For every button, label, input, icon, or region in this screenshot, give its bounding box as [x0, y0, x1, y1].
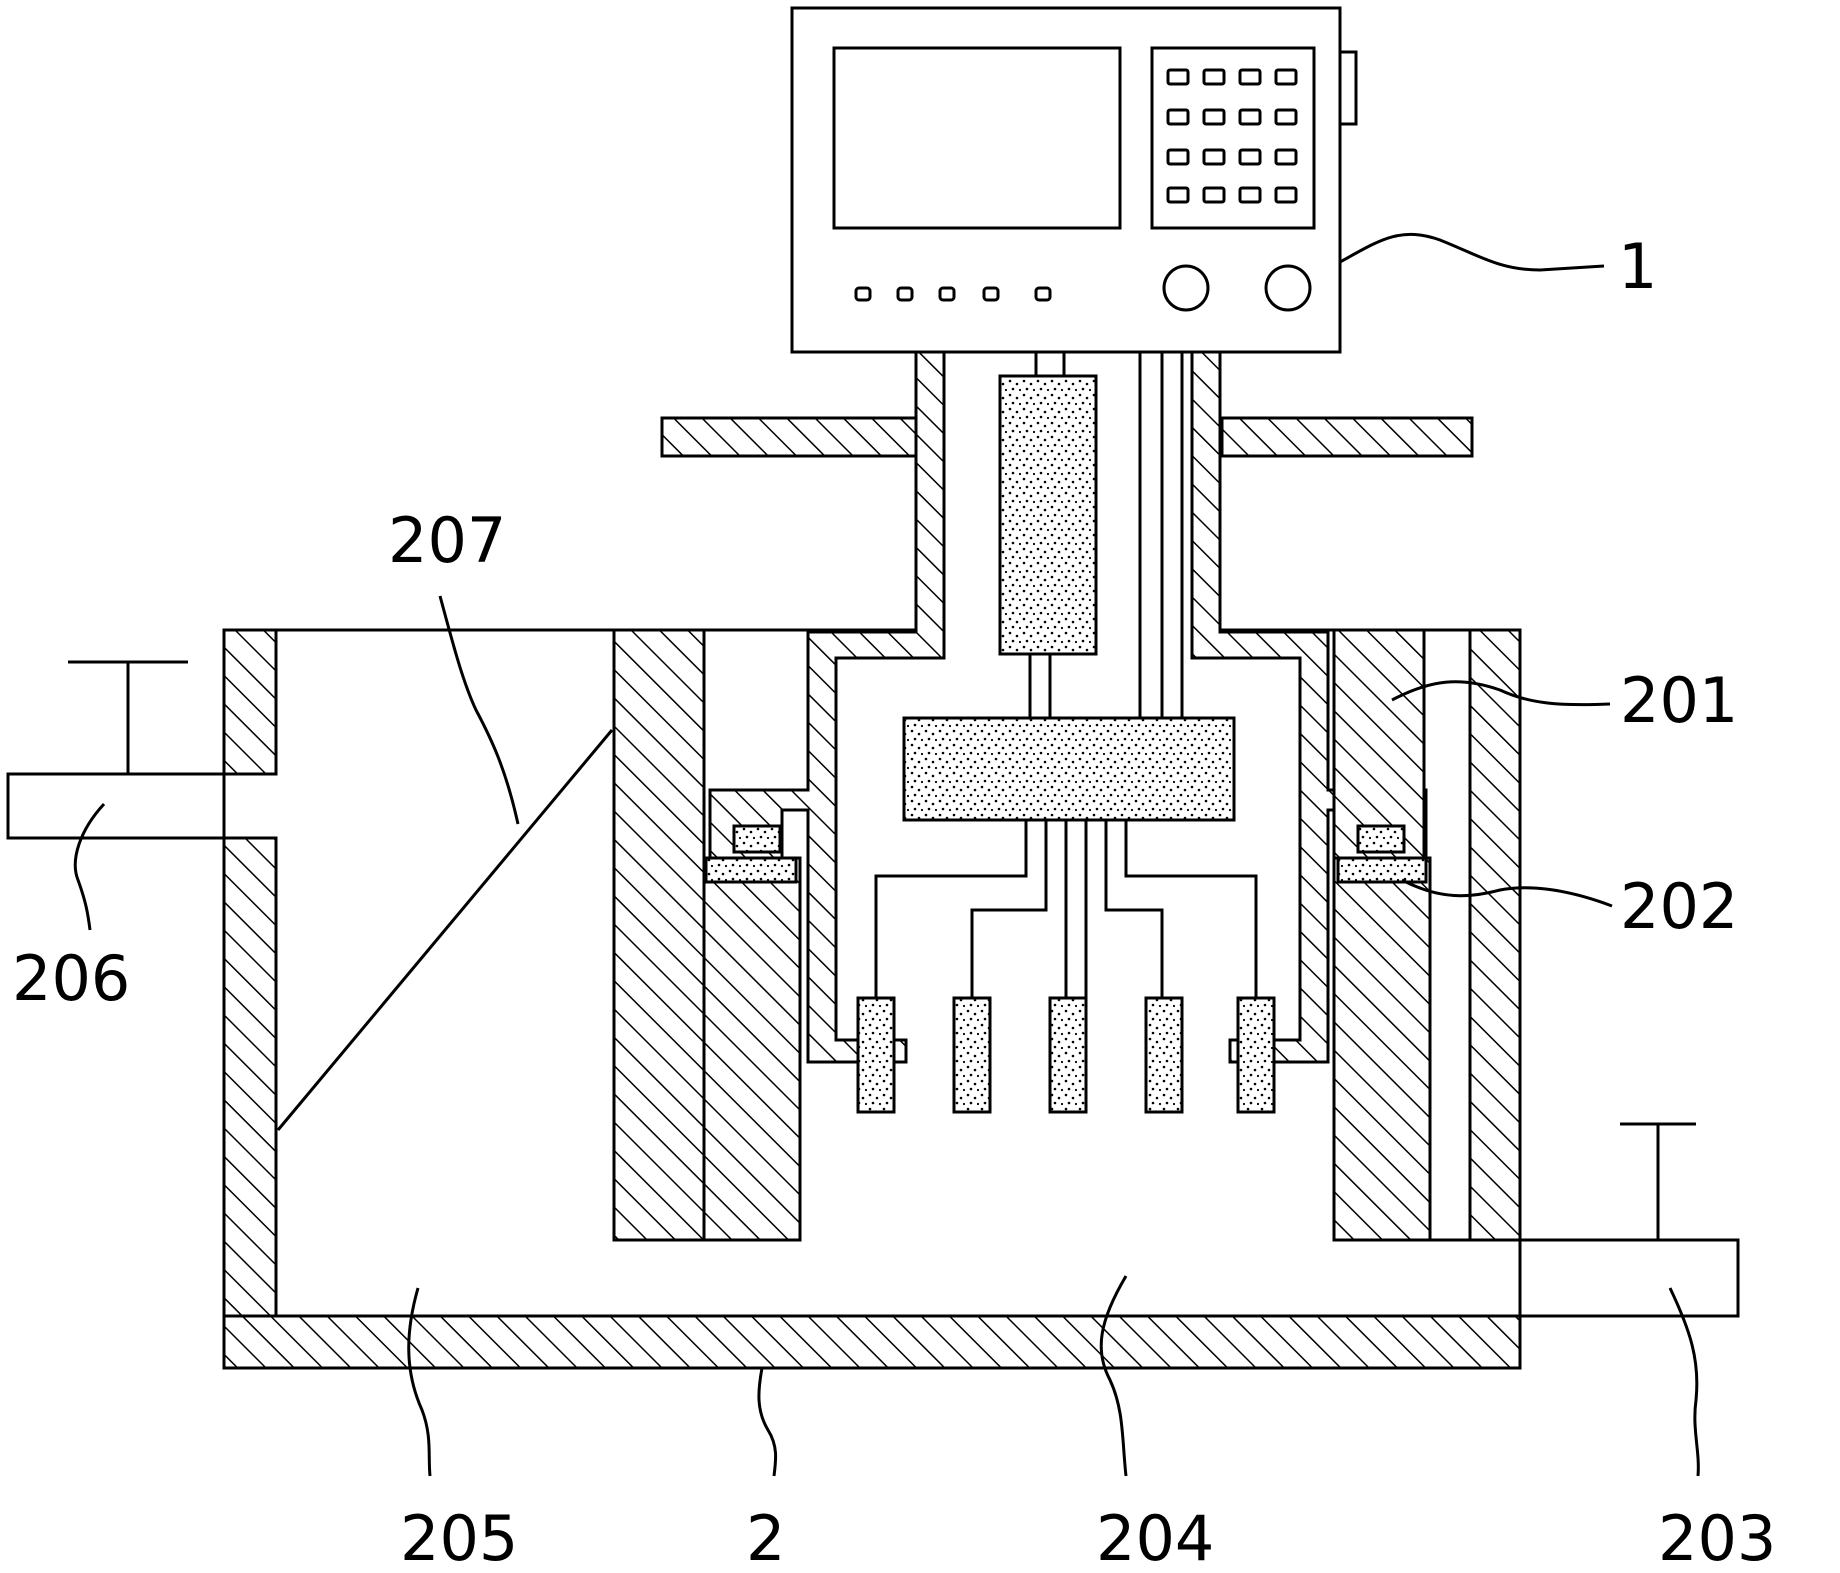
controller-module — [902, 716, 1236, 822]
label-206: 206 — [12, 942, 130, 1015]
side-port — [1338, 50, 1358, 126]
indicator-lights — [854, 286, 1052, 302]
label-202: 202 — [1620, 870, 1738, 943]
inlet-pipe-206 — [6, 772, 226, 840]
probe-4 — [1144, 996, 1184, 1114]
inclined-plate-207 — [276, 729, 614, 1131]
seal-right-top — [1356, 824, 1406, 854]
housing-body — [222, 628, 1522, 1370]
probe-3 — [1048, 996, 1088, 1114]
seal-right-bottom — [1336, 856, 1428, 884]
label-2: 2 — [746, 1502, 785, 1573]
inner-block-left — [612, 628, 706, 1242]
seal-left-top — [732, 824, 782, 854]
label-201: 201 — [1620, 664, 1738, 737]
cover-left — [708, 350, 946, 1064]
label-207: 207 — [388, 504, 506, 577]
label-205: 205 — [400, 1502, 518, 1573]
probe-2 — [952, 996, 992, 1114]
upper-sensor-rod — [998, 374, 1098, 656]
display-screen — [832, 46, 1122, 230]
label-1: 1 — [1618, 230, 1657, 303]
flange-right — [1220, 416, 1474, 458]
knob-right — [1264, 264, 1312, 312]
keypad-keys — [1166, 68, 1298, 204]
label-203: 203 — [1658, 1502, 1776, 1573]
probe-1 — [856, 996, 896, 1114]
seal-left-bottom — [704, 856, 798, 884]
probe-5 — [1236, 996, 1276, 1114]
label-204: 204 — [1096, 1502, 1214, 1573]
outlet-pipe-203 — [1518, 1238, 1740, 1318]
control-box — [790, 6, 1358, 354]
flange-left — [660, 416, 918, 458]
knob-left — [1162, 264, 1210, 312]
